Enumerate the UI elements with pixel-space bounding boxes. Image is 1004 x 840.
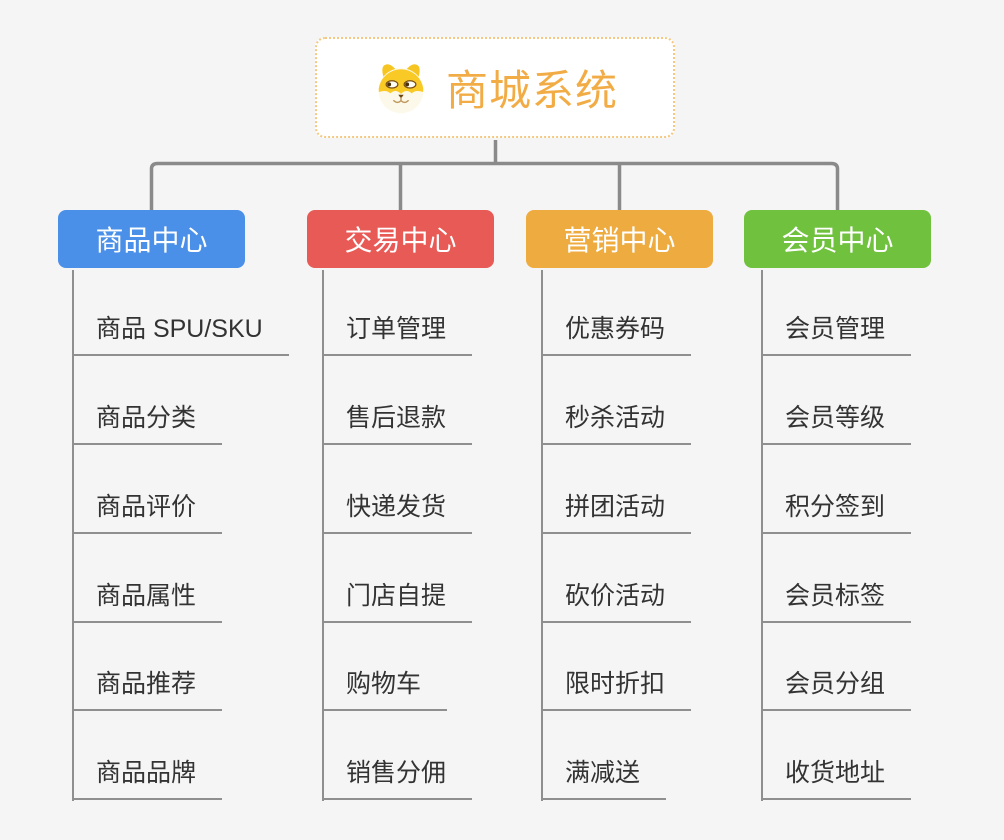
branch-children-member-center: 会员管理 会员等级 积分签到 会员标签 会员分组 收货地址: [761, 270, 1004, 804]
leaf-node[interactable]: 会员分组: [761, 665, 912, 711]
leaf-node[interactable]: 购物车: [322, 665, 448, 711]
leaf-node[interactable]: 订单管理: [322, 310, 473, 356]
branch-child-connector-line: [322, 270, 324, 801]
leaf-node[interactable]: 商品分类: [72, 399, 223, 445]
branch-node-product-center[interactable]: 商品中心: [58, 210, 245, 268]
leaf-node[interactable]: 售后退款: [322, 399, 473, 445]
leaf-node[interactable]: 限时折扣: [541, 665, 692, 711]
branch-node-trade-center[interactable]: 交易中心: [307, 210, 494, 268]
leaf-node[interactable]: 满减送: [541, 754, 667, 800]
leaf-node[interactable]: 销售分佣: [322, 754, 473, 800]
leaf-node[interactable]: 会员管理: [761, 310, 912, 356]
leaf-node[interactable]: 商品推荐: [72, 665, 223, 711]
leaf-node[interactable]: 门店自提: [322, 577, 473, 623]
branch-child-connector-line: [761, 270, 763, 801]
leaf-node[interactable]: 收货地址: [761, 754, 912, 800]
leaf-node[interactable]: 商品评价: [72, 488, 223, 534]
leaf-node[interactable]: 拼团活动: [541, 488, 692, 534]
branch-node-member-center[interactable]: 会员中心: [744, 210, 931, 268]
leaf-node[interactable]: 商品属性: [72, 577, 223, 623]
branch-node-label: 营销中心: [563, 225, 676, 256]
leaf-node[interactable]: 优惠券码: [541, 310, 692, 356]
leaf-node[interactable]: 积分签到: [761, 488, 912, 534]
branch-node-label: 交易中心: [344, 225, 457, 256]
branch-node-label: 会员中心: [781, 225, 894, 256]
root-node-title: 商城系统: [445, 67, 618, 114]
dog-face-icon: [372, 61, 430, 115]
leaf-node[interactable]: 秒杀活动: [541, 399, 692, 445]
root-node[interactable]: 商城系统: [315, 37, 675, 138]
branch-children-trade-center: 订单管理 售后退款 快递发货 门店自提 购物车 销售分佣: [322, 270, 582, 804]
branch-children-product-center: 商品 SPU/SKU 商品分类 商品评价 商品属性 商品推荐 商品品牌: [72, 270, 332, 804]
branch-node-marketing-center[interactable]: 营销中心: [526, 210, 713, 268]
branch-child-connector-line: [541, 270, 543, 801]
leaf-node[interactable]: 会员等级: [761, 399, 912, 445]
branch-children-marketing-center: 优惠券码 秒杀活动 拼团活动 砍价活动 限时折扣 满减送: [541, 270, 801, 804]
leaf-node[interactable]: 商品 SPU/SKU: [72, 310, 289, 356]
branch-node-label: 商品中心: [95, 225, 208, 256]
leaf-node[interactable]: 砍价活动: [541, 577, 692, 623]
branch-child-connector-line: [72, 270, 74, 801]
leaf-node[interactable]: 会员标签: [761, 577, 912, 623]
leaf-node[interactable]: 快递发货: [322, 488, 473, 534]
leaf-node[interactable]: 商品品牌: [72, 754, 223, 800]
